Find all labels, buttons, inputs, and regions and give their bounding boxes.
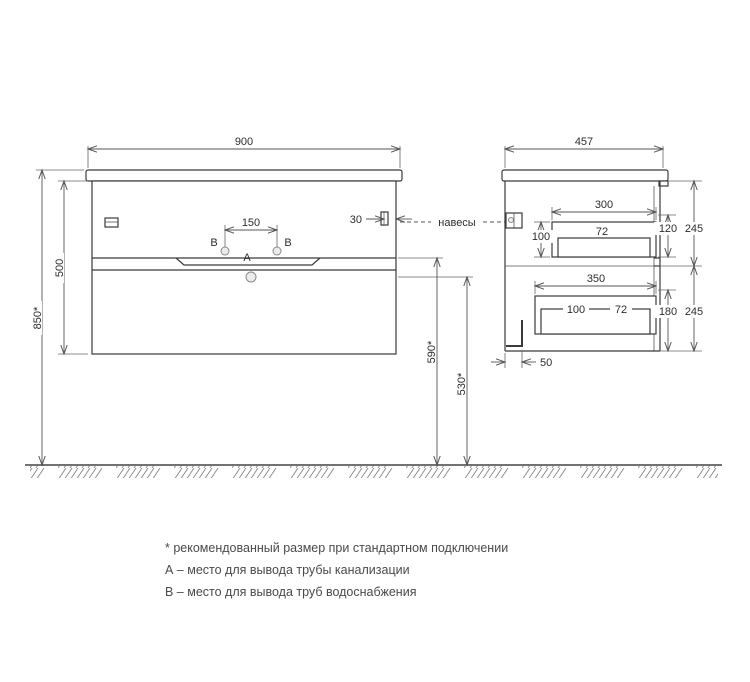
ground	[25, 464, 722, 478]
top-drawer-inner	[557, 237, 651, 258]
drain-outlet	[245, 271, 257, 283]
dim-590-label: 590*	[426, 340, 438, 363]
note-drain-location: А – место для вывода трубы канализации	[165, 563, 410, 577]
plinth-recess	[506, 320, 523, 347]
countertop-side	[501, 169, 669, 182]
handle-recess	[175, 257, 321, 266]
overflow-icon	[104, 217, 119, 228]
dim-850-label: 850*	[32, 306, 44, 329]
side-view-outline	[501, 169, 669, 352]
pipe-outlets	[220, 246, 282, 283]
marker-a: A	[243, 252, 251, 264]
front-view-outline	[85, 169, 403, 355]
dim-350-label: 350	[587, 273, 605, 285]
countertop-front	[85, 169, 403, 182]
cabinet-body-front	[91, 180, 397, 355]
dim-245-bottom-label: 245	[685, 306, 703, 318]
dim-900-label: 900	[235, 136, 253, 148]
side-view: 457 300 72 100 120 245	[491, 136, 708, 369]
dim-457-label: 457	[575, 136, 593, 148]
front-view: 900 850* 500 150 B B A	[29, 136, 505, 467]
dim-530-label: 530*	[456, 372, 468, 395]
dim-120-label: 120	[659, 223, 677, 235]
marker-b-left: B	[210, 237, 217, 249]
dim-72-bottom-label: 72	[615, 304, 627, 316]
side-view-dimensions: 457 300 72 100 120 245	[491, 136, 708, 369]
front-view-dimensions: 900 850* 500 150 B B A	[29, 136, 505, 467]
dim-30-label: 30	[350, 214, 362, 226]
hangers-label: навесы	[438, 217, 476, 229]
dim-100-bottom-label: 100	[567, 304, 585, 316]
note-standard-connection: * рекомендованный размер при стандартном…	[165, 541, 508, 555]
dim-300-label: 300	[595, 199, 613, 211]
dim-245-top-label: 245	[685, 223, 703, 235]
marker-b-right: B	[284, 237, 291, 249]
ground-hatching	[30, 466, 718, 478]
dim-180-label: 180	[659, 306, 677, 318]
dim-500-label: 500	[54, 259, 66, 277]
dim-50-label: 50	[540, 357, 552, 369]
dim-72-top-label: 72	[596, 226, 608, 238]
bottom-drawer-inner	[540, 308, 651, 335]
water-outlet-left	[220, 246, 230, 256]
water-outlet-right	[272, 246, 282, 256]
note-water-location: B – место для вывода труб водоснабжения	[165, 585, 416, 599]
hanger-front-icon	[380, 211, 389, 226]
dim-100-top-label: 100	[532, 231, 550, 243]
notes: * рекомендованный размер при стандартном…	[165, 541, 508, 599]
dim-150-label: 150	[242, 217, 260, 229]
countertop-nose	[658, 180, 669, 187]
